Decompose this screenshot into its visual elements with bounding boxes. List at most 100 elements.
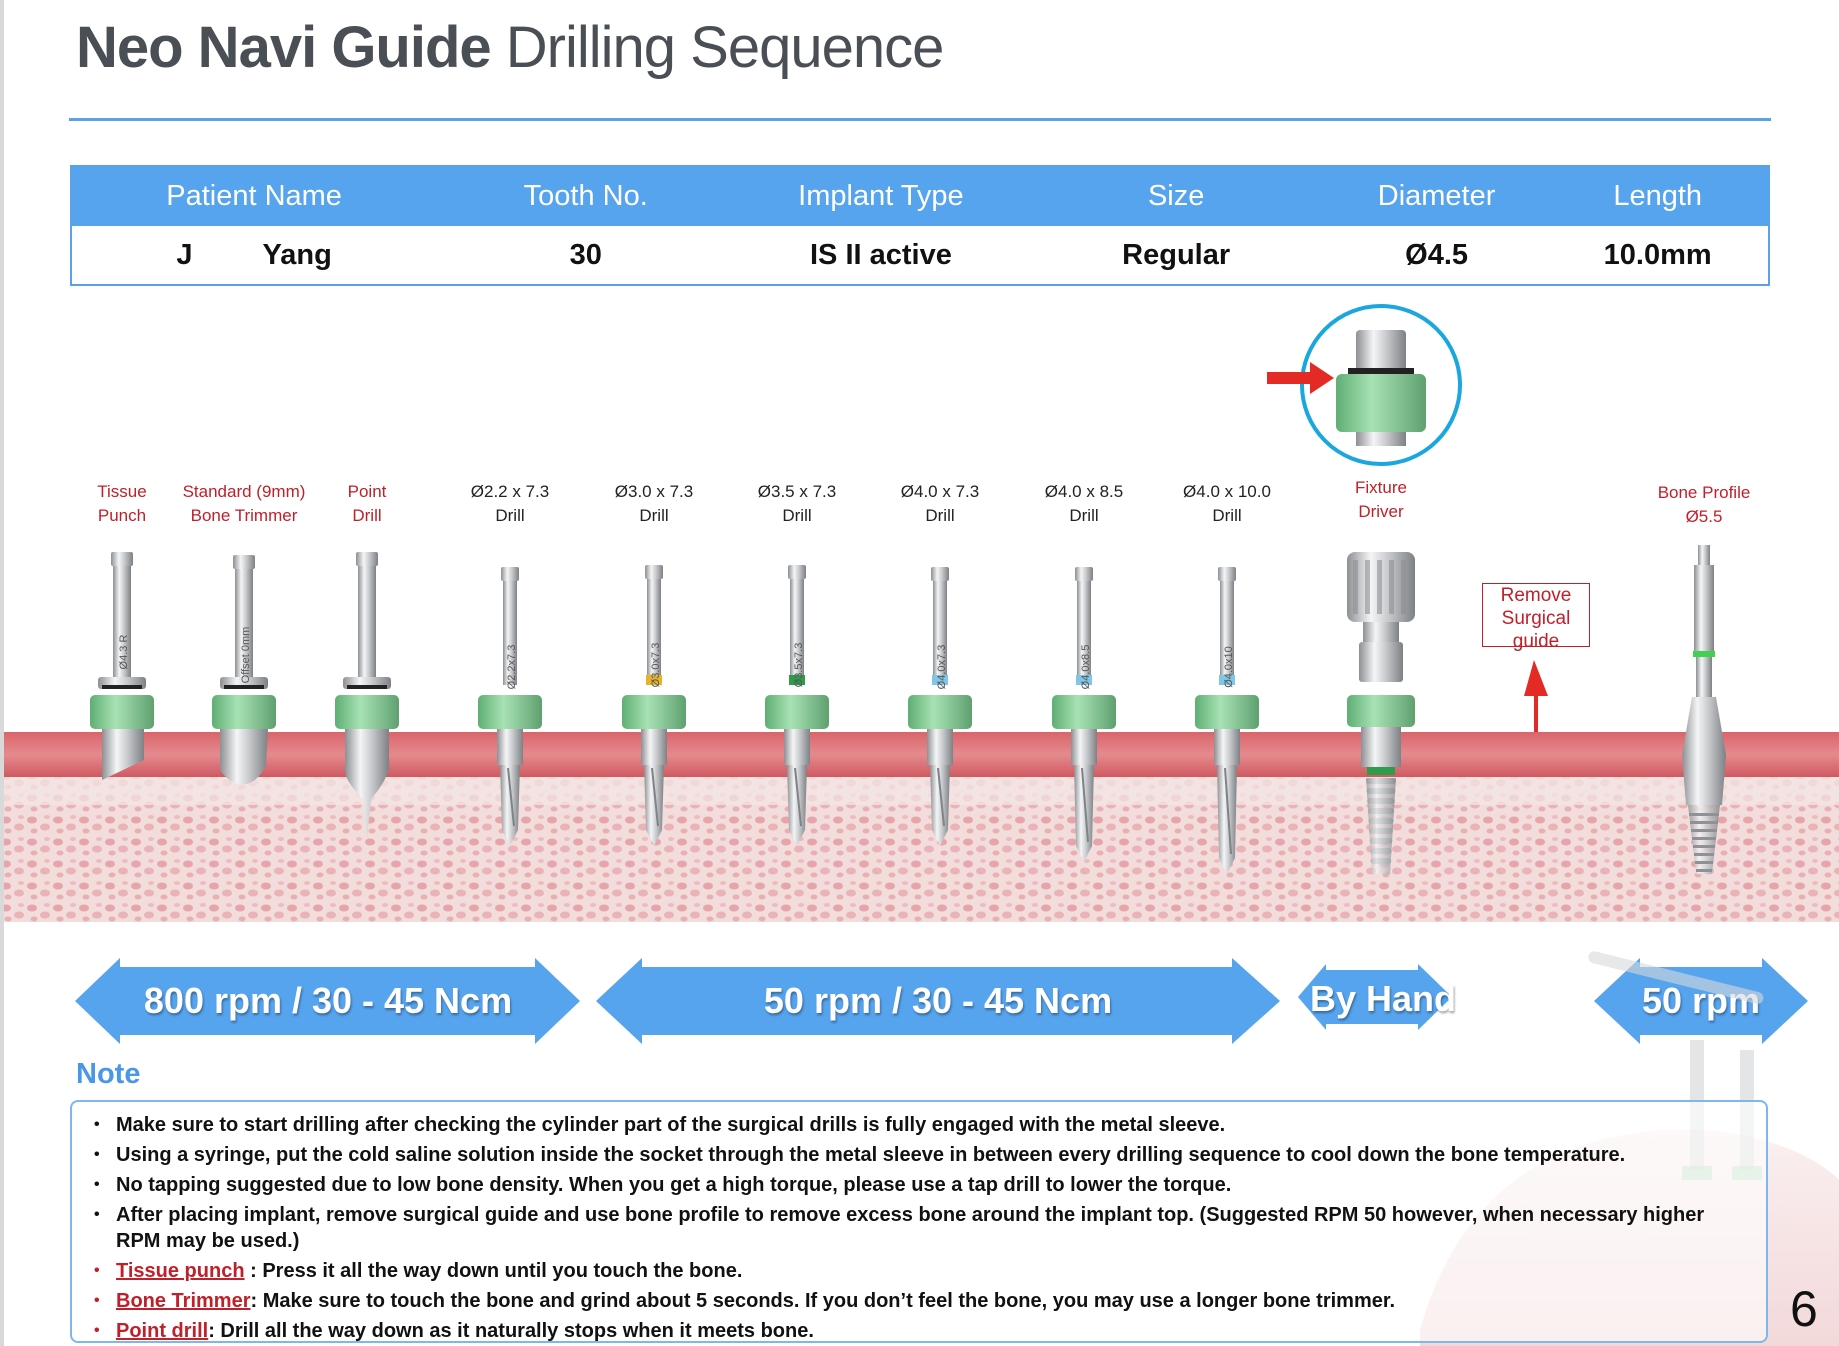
tool-1-image: Ø4.3 R	[90, 552, 154, 780]
tool-shaft-engraving: Ø3.5x7.3	[793, 643, 805, 688]
page-edge	[0, 0, 4, 1346]
header-length: Length	[1547, 166, 1769, 226]
title-subtitle: Drilling Sequence	[505, 15, 945, 80]
note-box: Make sure to start drilling after checki…	[70, 1100, 1768, 1346]
tool-shaft-engraving: Ø4.0x7.3	[936, 645, 948, 690]
patient-info-table: Patient Name Tooth No. Implant Type Size…	[70, 165, 1770, 286]
tool-shaft-engraving: Ø4.3 R	[118, 635, 130, 670]
note-list: Make sure to start drilling after checki…	[72, 1102, 1766, 1346]
remove-guide-box: Remove Surgical guide	[1482, 583, 1590, 652]
note-item: After placing implant, remove surgical g…	[94, 1200, 1746, 1256]
gum-tissue	[4, 732, 1839, 777]
speed-arrow-2	[596, 958, 1280, 1044]
cell-tooth-no: 30	[436, 226, 736, 285]
cell-patient-name: J Yang	[71, 226, 437, 285]
header-tooth-no: Tooth No.	[436, 166, 736, 226]
note-item: Make sure to start drilling after checki…	[94, 1110, 1746, 1140]
tool-11-image	[1682, 545, 1726, 874]
tool-7-image: Ø4.0x7.3	[908, 567, 972, 846]
page-number: 6	[1790, 1281, 1818, 1337]
magnifier-callout	[1267, 304, 1462, 466]
tool-label-line1: Ø3.0 x 7.3	[614, 482, 694, 501]
drilling-illustration: Ø4.3 R Offset 0mm Ø2.2x7.3 Ø3.0x7.3 Ø3.5x7.3…	[4, 304, 1839, 922]
tool-label-line2: Drill	[495, 506, 525, 525]
tool-label-line2: Drill	[782, 506, 812, 525]
speed-arrow-3	[1298, 964, 1452, 1030]
tool-label-line2: Bone Trimmer	[190, 506, 298, 525]
tool-label-line1: Ø3.5 x 7.3	[757, 482, 837, 501]
tool-label-line1: Ø4.0 x 10.0	[1183, 482, 1271, 501]
header-implant-type: Implant Type	[735, 166, 1027, 226]
note-key: Bone Trimmer	[116, 1290, 251, 1312]
tool-label-line1: Tissue	[97, 482, 147, 501]
speed-arrow-1	[75, 958, 580, 1044]
patient-last-name: Yang	[262, 238, 332, 271]
tool-label-line1: Ø4.0 x 8.5	[1044, 482, 1124, 501]
tool-label-line1: Bone Profile	[1657, 483, 1751, 502]
tool-shaft-engraving: Ø4.0x10	[1223, 646, 1235, 688]
tool-8-image: Ø4.0x8.5	[1052, 567, 1116, 862]
note-item-point-drill: Point drill: Drill all the way down as i…	[94, 1316, 1746, 1346]
tool-4-image: Ø2.2x7.3	[478, 567, 542, 846]
tool-label-line1: Fixture	[1355, 478, 1407, 497]
cell-implant-type: IS II active	[735, 226, 1027, 285]
title-brand: Neo Navi Guide	[76, 15, 492, 80]
patient-first-name: J	[176, 238, 193, 271]
tool-shaft-engraving: Ø3.0x7.3	[650, 643, 662, 688]
tool-label-line1: Ø2.2 x 7.3	[470, 482, 550, 501]
note-item-tissue-punch: Tissue punch : Press it all the way down…	[94, 1256, 1746, 1286]
tool-shaft-engraving: Ø2.2x7.3	[506, 645, 518, 690]
note-key: Tissue punch	[116, 1260, 245, 1282]
note-item-bone-trimmer: Bone Trimmer: Make sure to touch the bon…	[94, 1286, 1746, 1316]
note-key: Point drill	[116, 1320, 209, 1342]
note-item: Using a syringe, put the cold saline sol…	[94, 1140, 1746, 1170]
speed-arrow-4	[1594, 958, 1808, 1044]
tool-label-line1: Point	[347, 482, 387, 501]
tool-label-line2: Drill	[1069, 506, 1099, 525]
tool-label-line2: Drill	[352, 506, 382, 525]
note-key-text: : Drill all the way down as it naturally…	[208, 1320, 814, 1342]
cell-diameter: Ø4.5	[1325, 226, 1548, 285]
note-item: No tapping suggested due to low bone den…	[94, 1170, 1746, 1200]
header-diameter: Diameter	[1325, 166, 1548, 226]
tool-5-image: Ø3.0x7.3	[622, 565, 686, 846]
tool-label-line2: Driver	[1358, 502, 1404, 521]
tool-6-image: Ø3.5x7.3	[765, 565, 829, 846]
tool-label-line1: Standard (9mm)	[182, 482, 306, 501]
note-key-text: : Make sure to touch the bone and grind …	[250, 1290, 1396, 1312]
red-arrow-up-icon	[1524, 660, 1548, 732]
speed-label-3: By Hand	[1309, 978, 1457, 1019]
speed-arrows	[75, 958, 1808, 1044]
tool-10-image	[1347, 552, 1415, 874]
cell-size: Regular	[1026, 226, 1326, 285]
cell-length: 10.0mm	[1547, 226, 1769, 285]
tool-label-line2: Drill	[925, 506, 955, 525]
tool-label-line2: Drill	[639, 506, 669, 525]
tool-label-line2: Punch	[97, 506, 147, 525]
tool-label: Standard (9mm) Bone Trimmer	[174, 480, 314, 528]
speed-label-1: 800 rpm / 30 - 45 Ncm	[143, 980, 513, 1021]
patient-table-row: J Yang 30 IS II active Regular Ø4.5 10.0…	[71, 226, 1769, 285]
tool-9-image: Ø4.0x10	[1195, 567, 1259, 874]
header-patient-name: Patient Name	[71, 166, 437, 226]
note-key-text: : Press it all the way down until you to…	[244, 1260, 743, 1282]
note-title: Note	[76, 1058, 141, 1090]
page-title: Neo Navi Guide Drilling Sequence	[76, 14, 945, 81]
tool-shaft-engraving: Offset 0mm	[240, 627, 252, 684]
tool-label-line2: Ø5.5	[1685, 507, 1723, 526]
tool-label-line1: Ø4.0 x 7.3	[900, 482, 980, 501]
title-divider	[69, 118, 1771, 121]
tool-shaft-engraving: Ø4.0x8.5	[1080, 645, 1092, 690]
speed-label-2: 50 rpm / 30 - 45 Ncm	[763, 980, 1113, 1021]
patient-table-header: Patient Name Tooth No. Implant Type Size…	[71, 166, 1769, 226]
tool-label-line2: Drill	[1212, 506, 1242, 525]
